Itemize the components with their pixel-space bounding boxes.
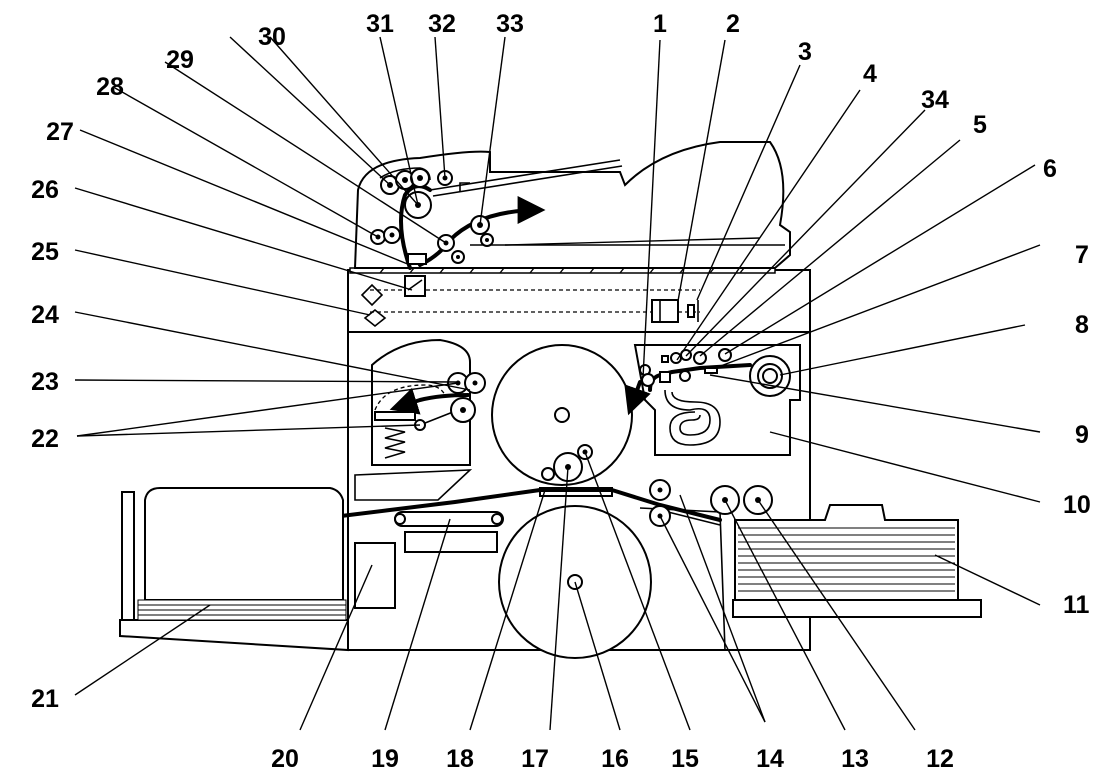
paper-feed-tray [732,504,982,618]
callout-25: 25 [31,238,59,266]
callout-5: 5 [973,111,987,139]
callout-21: 21 [31,685,59,713]
callout-13: 13 [841,745,869,773]
callout-29: 29 [166,46,194,74]
document-feeder [353,141,791,270]
paper-delivery-tray [119,487,349,652]
callout-9: 9 [1075,421,1089,449]
callout-27: 27 [46,118,74,146]
callout-28: 28 [96,73,124,101]
callout-26: 26 [31,176,59,204]
callout-4: 4 [863,60,877,88]
callout-24: 24 [31,301,59,329]
callout-34: 34 [921,86,949,114]
callout-18: 18 [446,745,474,773]
callout-33: 33 [496,10,524,38]
master-eject-unit [371,338,486,466]
callout-23: 23 [31,368,59,396]
callout-17: 17 [521,745,549,773]
callout-16: 16 [601,745,629,773]
callout-30: 30 [258,23,286,51]
callout-2: 2 [726,10,740,38]
callout-31: 31 [366,10,394,38]
callout-22: 22 [31,425,59,453]
callout-8: 8 [1075,311,1089,339]
master-feed-unit [624,344,801,456]
callout-15: 15 [671,745,699,773]
callout-32: 32 [428,10,456,38]
callout-labels: 1 2 3 4 34 5 6 7 8 9 10 11 12 13 14 15 1… [31,10,1091,773]
callout-1: 1 [653,10,667,38]
callout-6: 6 [1043,155,1057,183]
callout-10: 10 [1063,491,1091,519]
paper-path [278,469,773,651]
callout-19: 19 [371,745,399,773]
callout-7: 7 [1075,241,1089,269]
scanner-unit [360,275,700,328]
callout-12: 12 [926,745,954,773]
callout-11: 11 [1063,591,1090,619]
callout-14: 14 [756,745,784,773]
leader-lines [74,36,1041,731]
callout-20: 20 [271,745,299,773]
callout-3: 3 [798,38,812,66]
